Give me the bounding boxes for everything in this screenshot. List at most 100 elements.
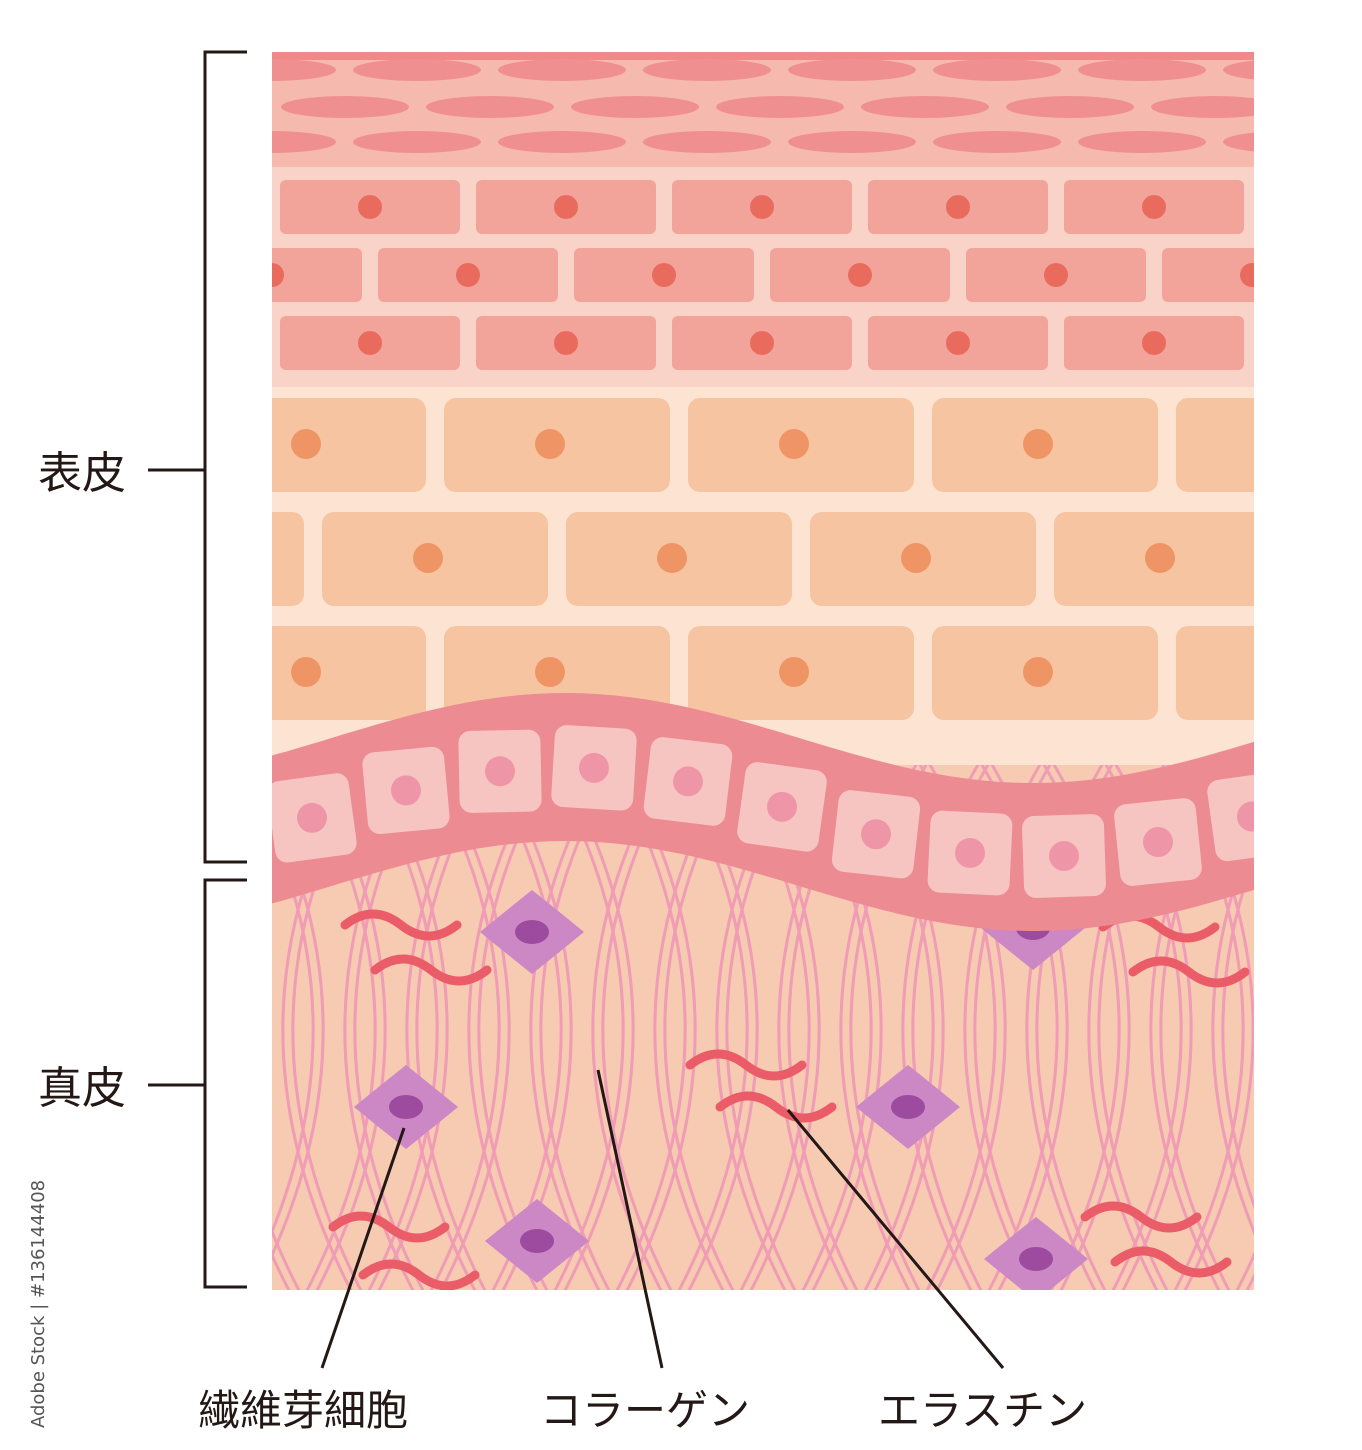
collagen-fiber: [1275, 720, 1362, 1300]
granular-nucleus: [272, 263, 284, 287]
collagen-fiber: [1337, 720, 1362, 1300]
granular-nucleus: [1044, 263, 1068, 287]
collagen-fiber: [86, 720, 189, 1300]
collagen-fiber: [97, 720, 200, 1300]
corneum-cell: [272, 131, 336, 153]
corneum-cell: [1151, 96, 1254, 118]
elastin-fiber: [1110, 1246, 1232, 1278]
collagen-fiber: [148, 720, 251, 1300]
collagen-fiber: [272, 807, 325, 1259]
basal-nucleus: [297, 802, 327, 833]
corneum-cell: [1078, 59, 1206, 81]
collagen-fiber: [159, 720, 262, 1300]
corneum-cell: [788, 59, 916, 81]
corneum-cell: [1078, 131, 1206, 153]
collagen-leader: [596, 1069, 664, 1369]
granular-nucleus: [1142, 331, 1166, 355]
elastin-fibers: [328, 909, 1250, 1290]
collagen-fiber: [107, 720, 210, 1300]
granular-nucleus: [1338, 331, 1362, 355]
granular-cell: [1260, 316, 1362, 370]
dermis-bracket: [148, 878, 247, 1289]
corneum-cell: [1006, 96, 1134, 118]
corneum-cell: [63, 59, 191, 81]
granular-nucleus: [946, 331, 970, 355]
corneum-cell: [643, 59, 771, 81]
corneum-cell: [272, 59, 336, 81]
fibroblast-label: 繊維芽細胞: [198, 1386, 408, 1435]
granular-nucleus: [1338, 195, 1362, 219]
collagen-fiber: [1274, 720, 1362, 1300]
granular-cell: [1260, 180, 1362, 234]
collagen-fiber: [34, 720, 137, 1300]
basal-nucleus: [1237, 801, 1254, 832]
granular-nucleus: [456, 263, 480, 287]
corneum-cell: [571, 96, 699, 118]
basal-nucleus: [861, 819, 891, 850]
spinous-nucleus: [901, 543, 931, 573]
corneum-cell: [716, 96, 844, 118]
spinous-cell: [272, 626, 426, 720]
granular-nucleus: [946, 195, 970, 219]
collagen-fiber: [1221, 854, 1254, 1210]
spinous-nucleus: [413, 543, 443, 573]
basal-nucleus: [673, 766, 703, 797]
basal-nucleus: [767, 791, 797, 822]
granular-nucleus: [358, 195, 382, 219]
corneum-cell: [933, 131, 1061, 153]
spinous-nucleus: [657, 543, 687, 573]
collagen-label: コラーゲン: [540, 1386, 750, 1435]
elastin-fiber: [370, 954, 492, 986]
collagen-fiber: [272, 720, 274, 723]
collagen-fiber: [96, 720, 199, 1300]
epidermis-bracket: [148, 50, 247, 864]
collagen-fiber: [35, 720, 138, 1300]
spinous-cell: [272, 512, 304, 606]
corneum-cell: [1223, 132, 1254, 152]
corneum-cell: [1223, 60, 1254, 80]
granular-cell: [272, 248, 362, 302]
spinous-nucleus: [1023, 657, 1053, 687]
collagen-fiber: [1326, 720, 1362, 1300]
spinous-nucleus: [1023, 429, 1053, 459]
fibroblast-nucleus: [891, 1095, 925, 1119]
elastin-fiber: [1080, 1201, 1202, 1233]
corneum-cell: [861, 96, 989, 118]
basal-nucleus: [391, 775, 421, 806]
corneum-cell: [643, 131, 771, 153]
granular-cell: [84, 180, 264, 234]
corneum-cell: [281, 96, 409, 118]
granular-nucleus: [1240, 263, 1254, 287]
granular-nucleus: [1142, 195, 1166, 219]
basal-nucleus: [1049, 841, 1079, 872]
corneum-cell: [788, 131, 916, 153]
collagen-fiber: [1264, 720, 1362, 1300]
corneum-cell: [353, 59, 481, 81]
elastin-fiber: [328, 1211, 450, 1243]
collagen-fiber: [158, 720, 261, 1300]
corneum-cell: [63, 131, 191, 153]
elastin-fiber: [1128, 956, 1250, 988]
spinous-nucleus: [1267, 657, 1297, 687]
granular-cell: [84, 316, 264, 370]
basal-nucleus: [485, 756, 515, 787]
spinous-nucleus: [169, 543, 199, 573]
spinous-cell: [272, 398, 426, 492]
granular-cells: [84, 180, 1362, 370]
stock-credit: Adobe Stock | #136144408: [28, 1180, 49, 1428]
granular-nucleus: [750, 331, 774, 355]
elastin-fiber: [685, 1049, 807, 1081]
spinous-nucleus: [535, 429, 565, 459]
corneum-cell: [498, 131, 626, 153]
granular-nucleus: [554, 331, 578, 355]
spinous-nucleus: [291, 429, 321, 459]
spinous-cells: [169, 398, 1297, 720]
leader-lines: [320, 1069, 1005, 1369]
spinous-nucleus: [779, 429, 809, 459]
basal-layer: [272, 693, 1254, 931]
spinous-nucleus: [291, 657, 321, 687]
corneum-cells: [63, 59, 1254, 153]
corneum-cell: [136, 96, 264, 118]
granular-nucleus: [750, 195, 774, 219]
dermis-label: 真皮: [38, 1063, 126, 1114]
